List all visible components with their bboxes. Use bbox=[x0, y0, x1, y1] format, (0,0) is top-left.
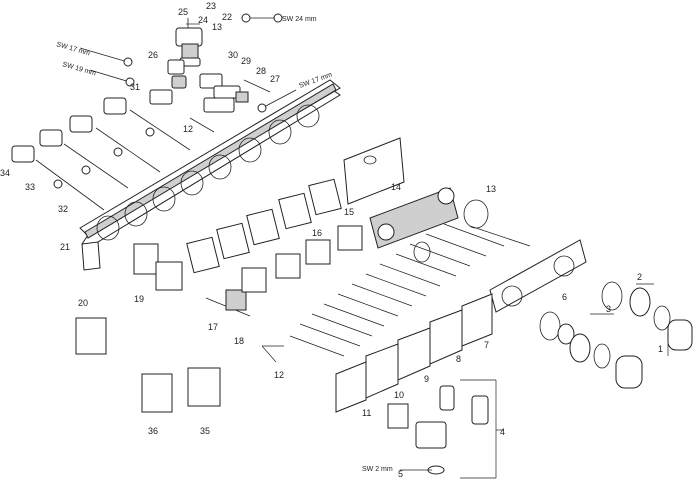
mounting-frames-row bbox=[186, 178, 342, 274]
handle-assembly-lower bbox=[539, 311, 643, 389]
callout-3: 3 bbox=[606, 304, 611, 314]
callout-11: 11 bbox=[362, 408, 371, 418]
wrench-sw19 bbox=[89, 69, 135, 87]
long-screws bbox=[289, 223, 531, 357]
callout-23: 23 bbox=[206, 1, 216, 11]
callout-29: 29 bbox=[241, 56, 251, 66]
wrench-sw17-left bbox=[79, 47, 133, 67]
top-valve-assembly bbox=[175, 18, 203, 67]
callout-4: 4 bbox=[500, 427, 505, 437]
callout-7: 7 bbox=[484, 340, 489, 350]
callout-2: 2 bbox=[637, 272, 642, 282]
callout-17: 17 bbox=[208, 322, 218, 332]
callout-1: 1 bbox=[658, 344, 663, 354]
wrench-sw17-left-label: SW 17 mm bbox=[55, 41, 90, 57]
callout-21: 21 bbox=[60, 242, 70, 252]
callout-9: 9 bbox=[424, 374, 429, 384]
callout-18: 18 bbox=[234, 336, 244, 346]
long-frame bbox=[79, 79, 341, 271]
wrench-sw17-right bbox=[257, 89, 297, 113]
callout-36: 36 bbox=[148, 426, 158, 436]
callout-19: 19 bbox=[134, 294, 144, 304]
hose-holder bbox=[387, 379, 504, 479]
o-ring-lower bbox=[413, 241, 431, 263]
callout-13-top: 13 bbox=[486, 184, 496, 194]
callout-33: 33 bbox=[25, 182, 35, 192]
callout-6: 6 bbox=[562, 292, 567, 302]
flex-hose bbox=[205, 289, 251, 317]
callout-27: 27 bbox=[270, 74, 280, 84]
callout-30: 30 bbox=[228, 50, 238, 60]
callout-34: 34 bbox=[0, 168, 10, 178]
callout-24: 24 bbox=[198, 15, 208, 25]
handle-assembly-right bbox=[601, 281, 693, 351]
callout-15: 15 bbox=[344, 207, 354, 217]
frame-openings bbox=[96, 104, 320, 241]
callout-8: 8 bbox=[456, 354, 461, 364]
callout-14: 14 bbox=[391, 182, 401, 192]
trim-plate bbox=[489, 239, 587, 313]
wrench-sw2-label: SW 2 mm bbox=[362, 466, 393, 473]
button-modules bbox=[335, 293, 493, 413]
mixing-block bbox=[369, 187, 459, 249]
callout-labels: 1 2 3 4 5 6 7 8 9 10 11 12 12 13 13 14 1… bbox=[0, 1, 663, 479]
callout-5: 5 bbox=[398, 469, 403, 479]
callout-32: 32 bbox=[58, 204, 68, 214]
callout-35: 35 bbox=[200, 426, 210, 436]
cartridge-cluster bbox=[149, 59, 271, 133]
callout-25: 25 bbox=[178, 7, 188, 17]
wrench-sw19-label: SW 19 mm bbox=[61, 61, 96, 77]
left-valve-bodies bbox=[11, 97, 191, 211]
o-ring-upper bbox=[463, 199, 489, 229]
callout-12-top: 12 bbox=[183, 124, 193, 134]
leader-lines bbox=[186, 23, 669, 471]
wrench-sw24-label: SW 24 mm bbox=[282, 16, 317, 23]
callout-16: 16 bbox=[312, 228, 322, 238]
callout-22: 22 bbox=[222, 12, 232, 22]
wrench-sw24 bbox=[241, 13, 283, 23]
callout-12-bottom: 12 bbox=[274, 370, 284, 380]
back-plate bbox=[343, 137, 405, 205]
callout-10: 10 bbox=[394, 390, 404, 400]
square-plates bbox=[75, 243, 221, 413]
callout-13-upper: 13 bbox=[212, 22, 222, 32]
callout-31: 31 bbox=[130, 82, 140, 92]
connector-blocks bbox=[241, 225, 363, 293]
callout-20: 20 bbox=[78, 298, 88, 308]
callout-28: 28 bbox=[256, 66, 266, 76]
callout-26: 26 bbox=[148, 50, 158, 60]
